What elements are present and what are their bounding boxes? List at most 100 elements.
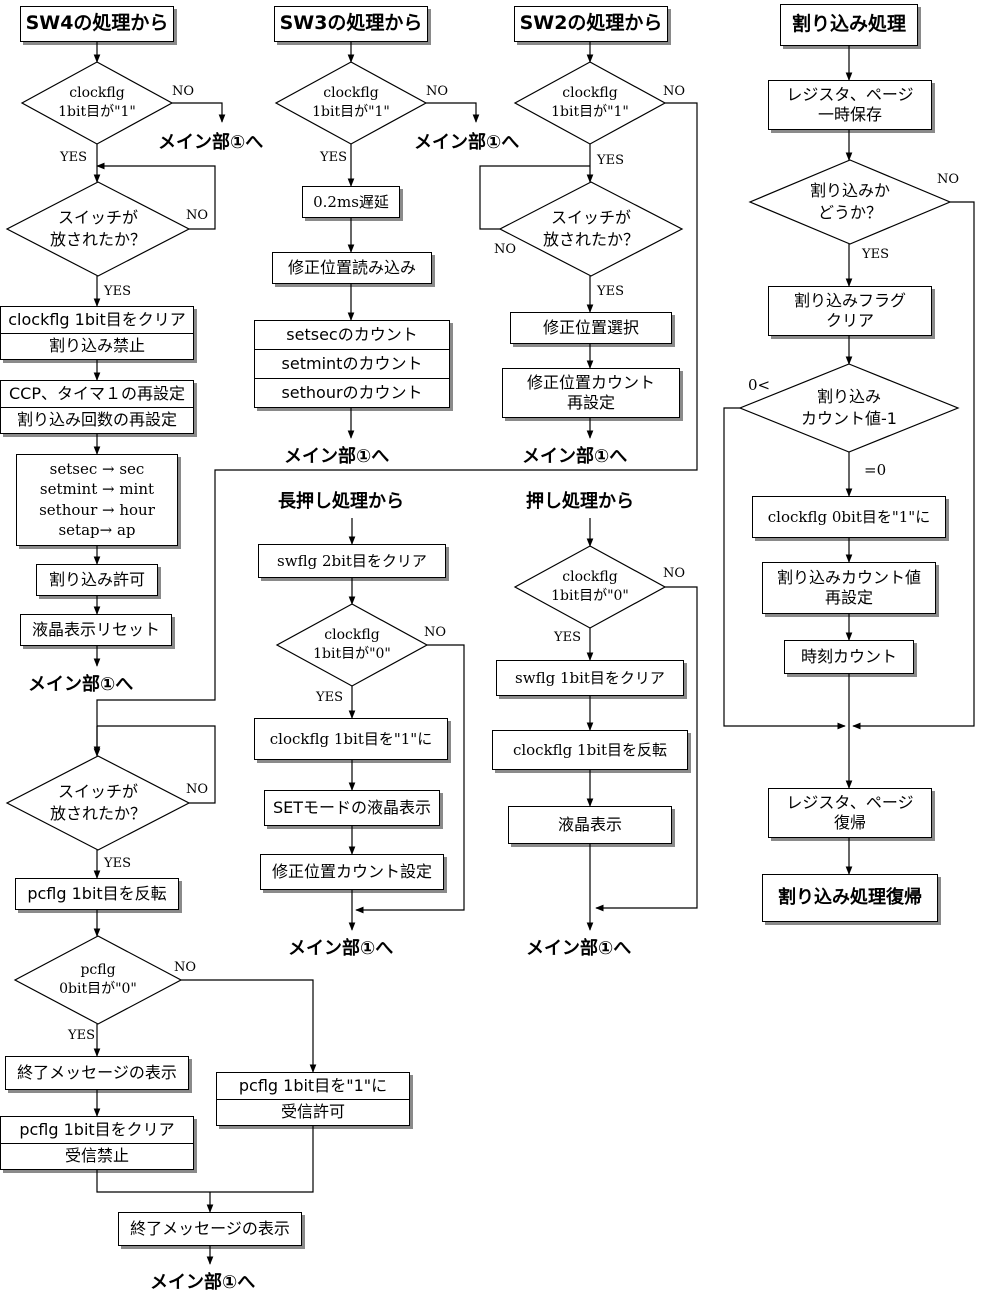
long-press-exit-main: メイン部①へ (288, 938, 394, 959)
label-yes: YES (316, 690, 343, 705)
decision-text: 割り込み カウント値-1 (801, 387, 897, 428)
block-line: pcflg 1bit目を"1"に (238, 1075, 388, 1095)
label-eq-zero: =0 (864, 461, 887, 479)
block-line: CCP、タイマ１の再設定 (9, 383, 185, 403)
sw3-count-block: setsecのカウント setmintのカウント sethourのカウント (254, 320, 450, 408)
block-line: 割り込み回数の再設定 (1, 406, 193, 434)
block-line: setmintのカウント (255, 349, 449, 378)
decision-text: clockflg 1bit目が"1" (58, 85, 136, 120)
heading-sw3: SW3の処理から (274, 6, 428, 42)
label-no: NO (663, 84, 686, 99)
sw4-clear-block: clockflg 1bit目をクリア 割り込み禁止 (0, 306, 194, 360)
sw3-exit-main-2: メイン部①へ (284, 446, 390, 467)
interrupt-restore: レジスタ、ページ 復帰 (768, 788, 932, 838)
sw2-decision-clockflg: clockflg 1bit目が"1" (513, 61, 667, 145)
long-press-set-mode-lcd: SETモードの液晶表示 (264, 790, 440, 826)
sw4-pcflg-invert: pcflg 1bit目を反転 (15, 878, 179, 910)
sw3-exit-main-1: メイン部①へ (414, 132, 520, 153)
sw4-reset-block: CCP、タイマ１の再設定 割り込み回数の再設定 (0, 380, 194, 434)
decision-text: clockflg 1bit目が"1" (312, 85, 390, 120)
label-no: NO (186, 208, 209, 223)
decision-text: clockflg 1bit目が"0" (313, 627, 391, 662)
label-no: NO (663, 566, 686, 581)
sw4-end-message-2: 終了メッセージの表示 (118, 1212, 302, 1246)
block-line: 割り込み禁止 (1, 332, 193, 360)
label-no: NO (172, 84, 195, 99)
press-clockflg-invert: clockflg 1bit目を反転 (492, 730, 688, 770)
heading-sw2: SW2の処理から (514, 6, 668, 42)
block-line: sethour → hour (39, 500, 155, 519)
decision-text: clockflg 1bit目が"0" (551, 569, 629, 604)
interrupt-clockflg-set: clockflg 0bit目を"1"に (752, 496, 946, 538)
sw4-end-message: 終了メッセージの表示 (5, 1056, 189, 1090)
block-line: sethourのカウント (255, 378, 449, 407)
label-yes: YES (862, 247, 889, 262)
sw4-exit-main-2: メイン部①へ (28, 674, 134, 695)
heading-press: 押し処理から (526, 491, 634, 512)
decision-text: スイッチが 放されたか？ (542, 208, 639, 249)
long-press-swflg-clear: swflg 2bit目をクリア (258, 544, 446, 578)
decision-text: clockflg 1bit目が"1" (551, 85, 629, 120)
sw3-decision-clockflg: clockflg 1bit目が"1" (274, 61, 428, 145)
sw4-pcflg-set-block: pcflg 1bit目を"1"に 受信許可 (216, 1072, 410, 1126)
decision-text: スイッチが 放されたか？ (49, 782, 146, 823)
sw3-read-position: 修正位置読み込み (272, 252, 432, 284)
sw4-lcd-reset: 液晶表示リセット (20, 614, 172, 646)
interrupt-decision-count: 割り込み カウント値-1 (738, 363, 960, 453)
block-line: setsecのカウント (286, 325, 418, 344)
sw4-decision-switch-released: スイッチが 放されたか？ (5, 181, 191, 277)
label-no: NO (494, 242, 517, 257)
interrupt-return: 割り込み処理復帰 (762, 874, 938, 922)
heading-long-press: 長押し処理から (278, 491, 404, 512)
press-lcd-show: 液晶表示 (508, 806, 672, 844)
sw2-select-position: 修正位置選択 (510, 312, 672, 344)
label-gt-zero: 0< (748, 376, 771, 394)
long-press-decision-clockflg: clockflg 1bit目が"0" (275, 603, 429, 687)
press-exit-main: メイン部①へ (526, 938, 632, 959)
label-yes: YES (597, 284, 624, 299)
interrupt-save: レジスタ、ページ 一時保存 (768, 80, 932, 130)
label-no: NO (937, 172, 960, 187)
sw4-decision-pcflg: pcflg 0bit目が"0" (13, 935, 183, 1025)
label-yes: YES (597, 153, 624, 168)
label-no: NO (174, 960, 197, 975)
interrupt-decision-is-interrupt: 割り込みか どうか？ (748, 159, 952, 245)
label-yes: YES (320, 150, 347, 165)
label-yes: YES (554, 630, 581, 645)
sw2-exit-main: メイン部①へ (522, 446, 628, 467)
heading-interrupt: 割り込み処理 (780, 4, 918, 46)
label-no: NO (426, 84, 449, 99)
block-line: setmint → mint (39, 480, 155, 499)
sw4-copy-block: setsec → sec setmint → mint sethour → ho… (16, 454, 178, 546)
decision-text: 割り込みか どうか？ (809, 181, 890, 222)
block-line: setsec → sec (49, 459, 145, 478)
heading-sw4: SW4の処理から (20, 6, 174, 42)
press-decision-clockflg: clockflg 1bit目が"0" (513, 545, 667, 629)
long-press-pos-count-set: 修正位置カウント設定 (260, 854, 444, 890)
block-line: 受信許可 (217, 1098, 409, 1126)
sw4-interrupt-enable: 割り込み許可 (36, 564, 158, 596)
sw4-exit-main-1: メイン部①へ (158, 132, 264, 153)
sw4-exit-main-3: メイン部①へ (150, 1272, 256, 1293)
sw2-decision-switch-released: スイッチが 放されたか？ (498, 181, 684, 277)
block-line: pcflg 1bit目をクリア (19, 1119, 175, 1139)
sw3-delay: 0.2ms遅延 (302, 186, 400, 218)
sw2-reset-count: 修正位置カウント 再設定 (502, 368, 680, 418)
interrupt-count-reset: 割り込みカウント値 再設定 (762, 562, 936, 614)
label-no: NO (424, 625, 447, 640)
block-line: clockflg 1bit目をクリア (8, 309, 186, 329)
label-yes: YES (68, 1028, 95, 1043)
block-line: 受信禁止 (1, 1142, 193, 1170)
sw4-decision-switch-released-2: スイッチが 放されたか？ (5, 755, 191, 851)
block-line: setap→ ap (58, 521, 136, 540)
interrupt-flag-clear: 割り込みフラグ クリア (768, 286, 932, 336)
long-press-clockflg-set: clockflg 1bit目を"1"に (254, 718, 448, 760)
sw4-pcflg-clear-block: pcflg 1bit目をクリア 受信禁止 (0, 1116, 194, 1170)
label-yes: YES (104, 284, 131, 299)
press-swflg-clear: swflg 1bit目をクリア (496, 660, 684, 696)
decision-text: スイッチが 放されたか？ (49, 208, 146, 249)
sw4-decision-clockflg: clockflg 1bit目が"1" (20, 61, 174, 145)
interrupt-time-count: 時刻カウント (784, 640, 914, 674)
label-no: NO (186, 782, 209, 797)
decision-text: pcflg 0bit目が"0" (59, 962, 137, 997)
